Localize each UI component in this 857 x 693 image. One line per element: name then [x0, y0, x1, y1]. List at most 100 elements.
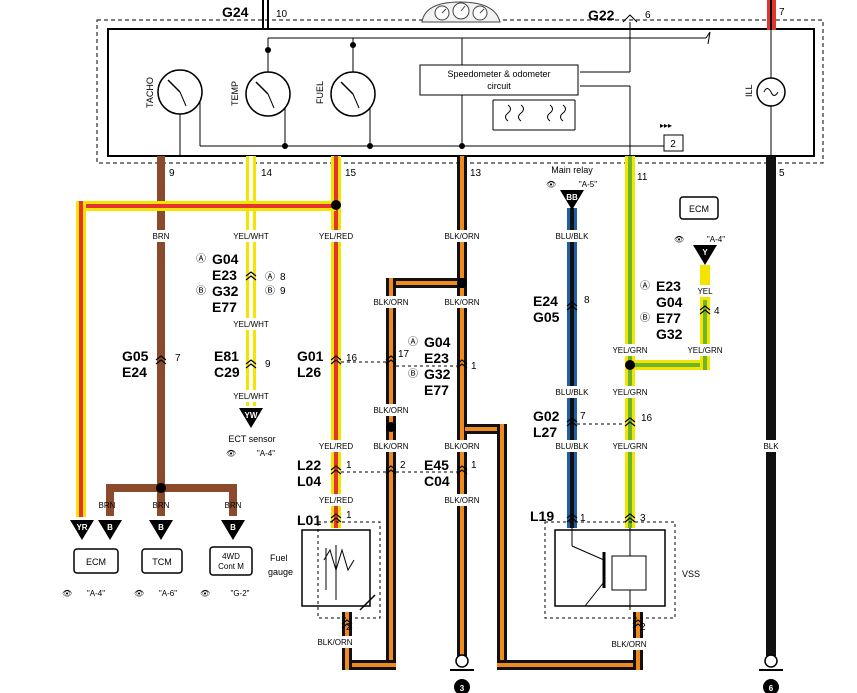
- speedometer-circuit-box: [419, 64, 579, 96]
- label-yel-red-1: YEL/RED: [319, 232, 353, 241]
- wire-labels: BRN YEL/WHT YEL/RED BLK/ORN BLU/BLK YEL/…: [99, 230, 782, 650]
- label-g32-2: G32: [424, 366, 451, 382]
- terminal-b2-label: B: [158, 523, 164, 532]
- terminal-bb-label: BB: [566, 193, 578, 202]
- terminal-yr: YR: [70, 520, 94, 540]
- label-g04-2: G04: [424, 334, 451, 350]
- wire-brn: [106, 156, 237, 516]
- ground-6-label: 6: [769, 684, 774, 693]
- pin-16-a: 16: [346, 353, 358, 364]
- connector-labels-blu-blk: E24 G05 8 G02 L27 7 16 L19 1 3: [530, 293, 653, 524]
- pin-g24-10: 10: [276, 9, 288, 20]
- label-brn-4wd: BRN: [225, 501, 242, 510]
- label-e45: E45: [424, 457, 449, 473]
- label-blk: BLK: [763, 442, 779, 451]
- ill-label: ILL: [744, 84, 754, 97]
- label-c29: C29: [214, 364, 240, 380]
- pin-1-g04: 1: [471, 361, 477, 372]
- label-g04-1: G04: [212, 251, 239, 267]
- circle-b-4: Ⓑ: [640, 312, 650, 324]
- temp-gauge-icon: [245, 71, 291, 117]
- label-blk-orn-4: BLK/ORN: [373, 406, 408, 415]
- label-e77-1: E77: [212, 299, 237, 315]
- pin-top-7: 7: [779, 7, 785, 18]
- ecm-label-1: ECM: [86, 557, 106, 567]
- tcm-label: TCM: [152, 557, 172, 567]
- label-e23-3: E23: [656, 278, 681, 294]
- vss-sensor: [544, 521, 676, 619]
- label-brn: BRN: [153, 232, 170, 241]
- label-l26: L26: [297, 364, 321, 380]
- label-g05-blu: G05: [533, 309, 560, 325]
- label-blk-orn-2: BLK/ORN: [373, 298, 408, 307]
- terminal-b-1: B: [98, 520, 122, 540]
- terminal-yw-label: YW: [245, 411, 258, 420]
- pin-5: 5: [779, 168, 785, 179]
- pin-1-l19: 1: [580, 513, 586, 524]
- eye-icon-6: 👁: [674, 235, 684, 244]
- pin-11: 11: [637, 172, 648, 183]
- label-brn-tcm: BRN: [153, 501, 170, 510]
- speedometer-label-1: Speedometer & odometer: [447, 69, 550, 79]
- terminal-b-2: B: [149, 520, 173, 540]
- circle-a-1: Ⓐ: [196, 253, 206, 265]
- terminal-y-label: Y: [702, 248, 708, 257]
- connector-labels-yel-grn: Ⓐ E23 G04 Ⓑ E77 G32 4: [640, 278, 720, 342]
- label-yel-red-3: YEL/RED: [319, 496, 353, 505]
- pin-15: 15: [345, 168, 357, 179]
- connector-dashed-links: [341, 361, 625, 473]
- circle-a-3: Ⓐ: [408, 336, 418, 348]
- connector-g24: G24: [222, 4, 249, 20]
- label-yel-red-2: YEL/RED: [319, 442, 353, 451]
- label-e23-2: E23: [424, 350, 449, 366]
- label-yel: YEL: [697, 287, 713, 296]
- ect-sensor-ref: "A-4": [257, 449, 275, 458]
- pin-17: 17: [398, 349, 410, 360]
- label-blu-blk-3: BLU/BLK: [556, 442, 590, 451]
- eye-icon-5: 👁: [546, 180, 556, 189]
- label-e24-brn: E24: [122, 364, 147, 380]
- label-blk-orn-7: BLK/ORN: [444, 496, 479, 505]
- label-blu-blk-2: BLU/BLK: [556, 388, 590, 397]
- temp-label: TEMP: [230, 81, 240, 106]
- label-e77-3: E77: [656, 310, 681, 326]
- wire-yel-grn: [625, 156, 710, 528]
- eye-icon-1: 👁: [62, 589, 72, 598]
- ground-symbol-6: 6: [759, 654, 783, 693]
- label-c04: C04: [424, 473, 450, 489]
- 4wd-label-2: Cont M: [218, 562, 244, 571]
- label-g32-3: G32: [656, 326, 683, 342]
- label-blk-orn-6: BLK/ORN: [444, 442, 479, 451]
- pin-3-l19: 3: [640, 513, 646, 524]
- label-l01: L01: [297, 512, 321, 528]
- pin-1-e45: 1: [471, 460, 477, 471]
- pin-g22-6: 6: [645, 10, 651, 21]
- label-yel-grn-1: YEL/GRN: [612, 346, 647, 355]
- label-g05: G05: [122, 348, 149, 364]
- ect-sensor-label: ECT sensor: [228, 434, 275, 444]
- ecm-ref-1: "A-4": [87, 589, 105, 598]
- connector-labels-brn: G05 E24 7: [122, 348, 181, 380]
- vss-label: VSS: [682, 569, 700, 579]
- pin-9-b: 9: [280, 286, 286, 297]
- terminal-yr-label: YR: [76, 523, 87, 532]
- label-blk-orn-3: BLK/ORN: [444, 298, 479, 307]
- tacho-gauge-icon: [157, 69, 203, 156]
- terminal-b1-label: B: [107, 523, 113, 532]
- connector-labels-yel-wht: Ⓐ G04 E23 Ⓑ G32 E77 Ⓐ 8 Ⓑ 9: [196, 251, 286, 315]
- label-yel-grn-2: YEL/GRN: [687, 346, 722, 355]
- connector-g22: G22: [588, 7, 615, 23]
- eye-icon-2: 👁: [134, 589, 144, 598]
- terminal-b-3: B: [221, 520, 245, 540]
- fuel-label: FUEL: [315, 81, 325, 104]
- label-e24-blu: E24: [533, 293, 558, 309]
- pin-9-ect: 9: [265, 359, 271, 370]
- label-yel-grn-3: YEL/GRN: [612, 388, 647, 397]
- meter-internal-wiring: [199, 31, 711, 156]
- label-blk-orn-9: BLK/ORN: [611, 640, 646, 649]
- connector-index-2: 2: [670, 139, 676, 150]
- connector-labels-yel-red: G01 L26 16 17 L22 L04 1 2 L01 1: [297, 348, 410, 528]
- pin-8-e24: 8: [584, 295, 590, 306]
- ground-3-label: 3: [460, 684, 465, 693]
